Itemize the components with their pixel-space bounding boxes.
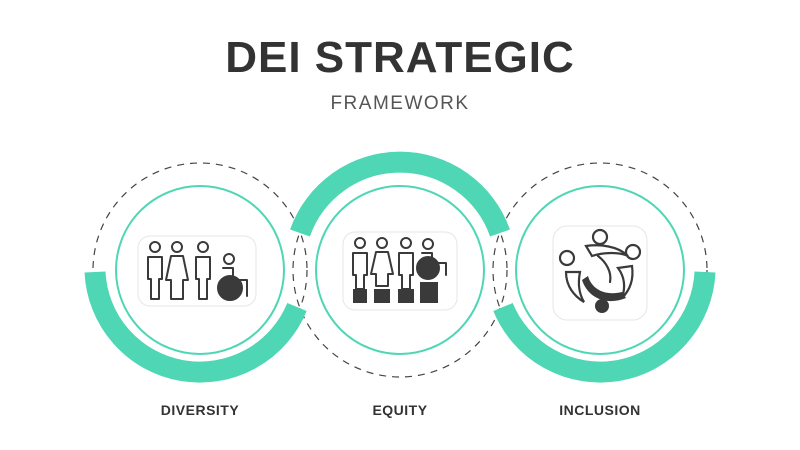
dashed-ring-diversity [92, 162, 308, 378]
linked-people-circle-icon [552, 225, 648, 321]
page-subtitle: FRAMEWORK [330, 93, 470, 114]
accent-arc-equity [290, 151, 510, 237]
dashed-ring-inclusion [492, 162, 708, 378]
page-title: DEI STRATEGIC [225, 33, 575, 82]
stage-label-inclusion: INCLUSION [559, 402, 641, 418]
dashed-ring-equity [292, 162, 508, 378]
accent-arc-inclusion [493, 271, 716, 383]
diverse-people-icon [137, 235, 257, 307]
stage-label-equity: EQUITY [372, 402, 428, 418]
accent-arc-diversity [84, 271, 307, 383]
stage-label-diversity: DIVERSITY [160, 402, 240, 418]
equity-podium-people-icon [342, 231, 458, 311]
